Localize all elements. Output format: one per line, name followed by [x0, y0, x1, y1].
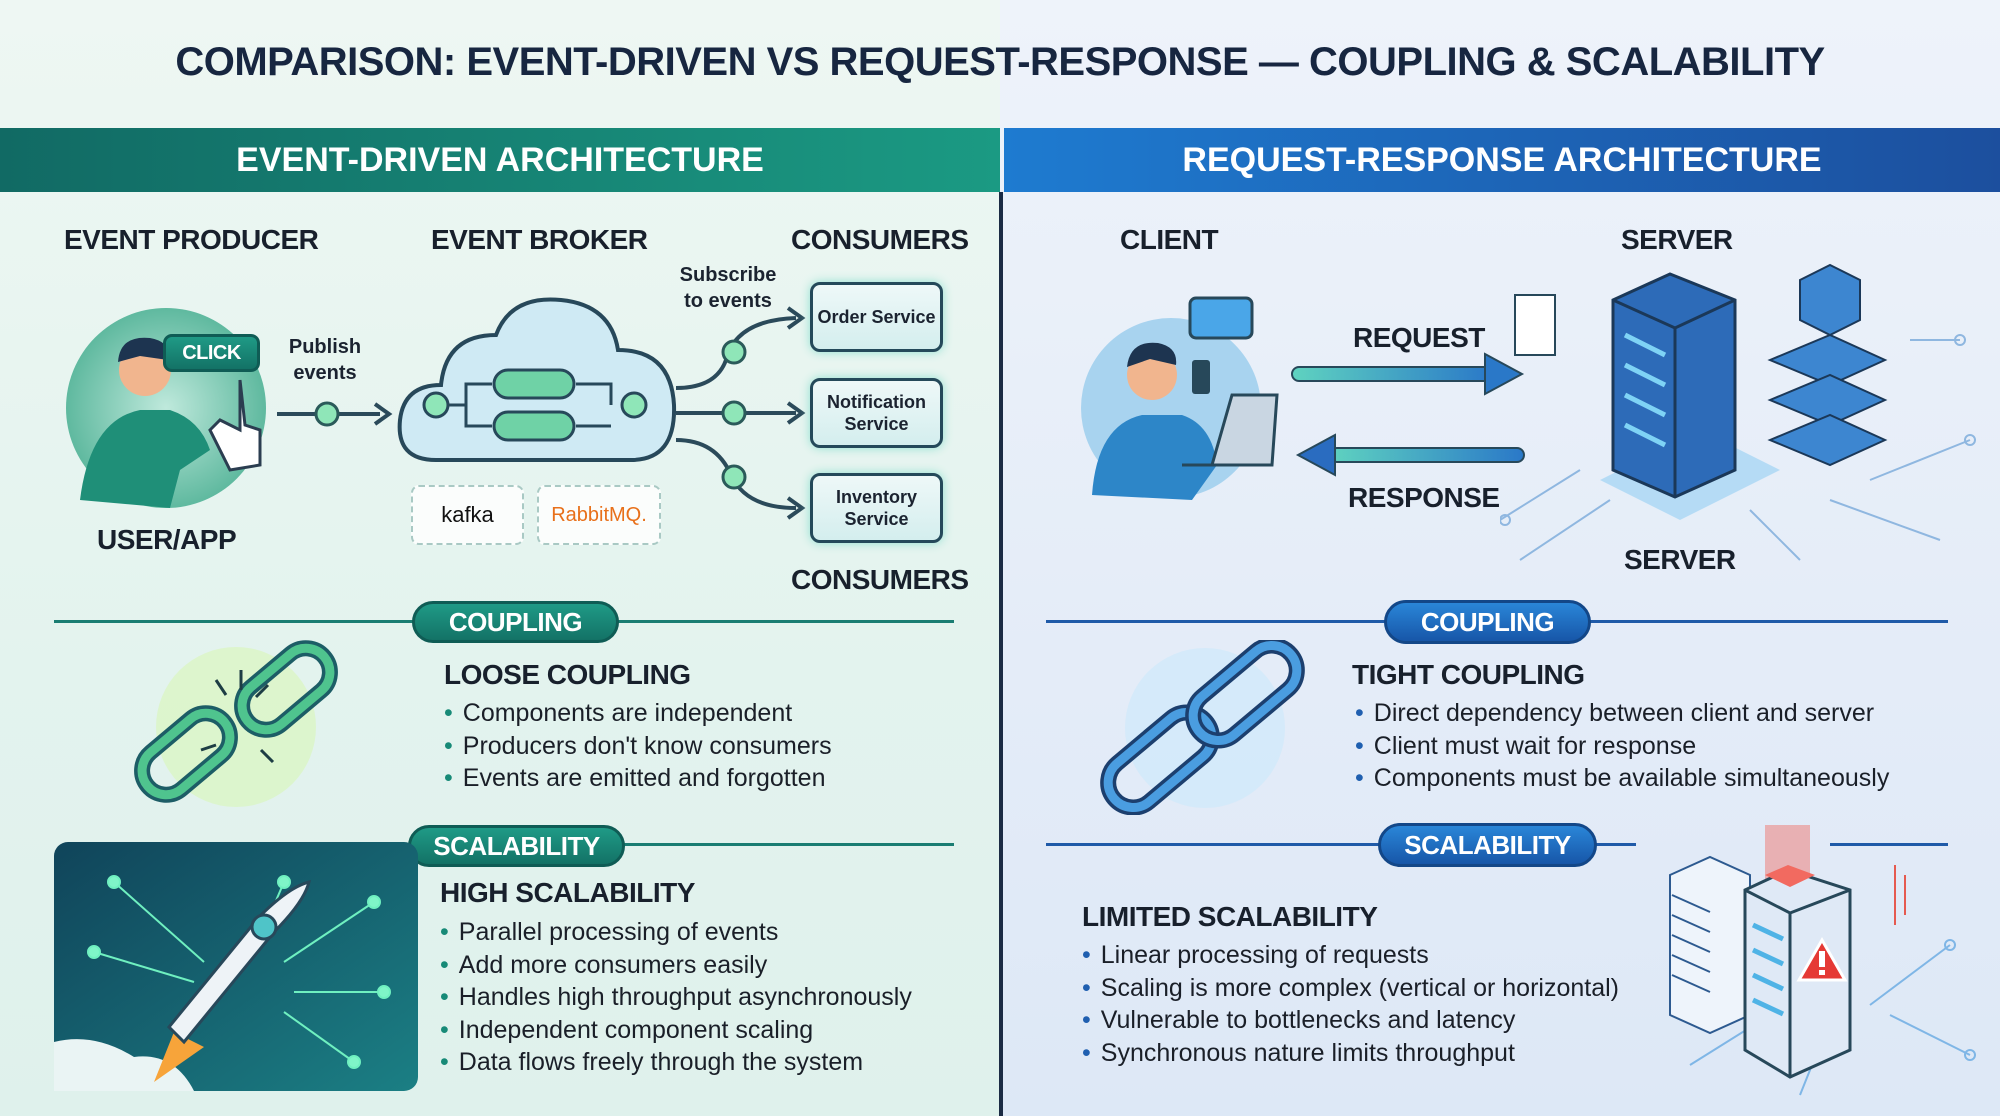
scalability-pill-right: SCALABILITY [1378, 823, 1597, 867]
list-item: Synchronous nature limits throughput [1082, 1037, 1619, 1070]
warning-exclamation-bar [1819, 951, 1825, 967]
list-item: Vulnerable to bottlenecks and latency [1082, 1004, 1619, 1037]
page-title: COMPARISON: EVENT-DRIVEN VS REQUEST-RESP… [0, 40, 2000, 85]
subscribe-events-label: Subscribe to events [679, 264, 777, 312]
list-item: Independent component scaling [440, 1014, 912, 1047]
inventory-service-box: Inventory Service [810, 473, 943, 543]
page-title-text: COMPARISON: EVENT-DRIVEN VS REQUEST-RESP… [175, 40, 1825, 84]
kafka-logo: kafka [411, 485, 524, 545]
publish-arrow [277, 401, 393, 427]
user-illustration [66, 308, 266, 508]
request-label: REQUEST [1353, 322, 1485, 353]
client-illustration [1081, 296, 1279, 500]
list-item: Scaling is more complex (vertical or hor… [1082, 972, 1619, 1005]
list-item: Add more consumers easily [440, 949, 912, 982]
event-broker-cloud-icon [397, 297, 677, 462]
loose-coupling-heading: LOOSE COUPLING [444, 659, 691, 690]
rabbitmq-label: RabbitMQ. [551, 503, 647, 526]
list-item: Producers don't know consumers [444, 730, 832, 763]
loose-coupling-list: Components are independent Producers don… [444, 697, 832, 795]
inventory-service-label: Inventory Service [835, 487, 918, 529]
subscribe-arrows [676, 306, 806, 520]
warning-exclamation-dot [1819, 970, 1825, 975]
limited-scalability-heading: LIMITED SCALABILITY [1082, 901, 1378, 932]
list-item: Direct dependency between client and ser… [1355, 697, 1889, 730]
server-label-bottom: SERVER [1624, 544, 1736, 575]
response-label: RESPONSE [1348, 482, 1500, 513]
list-item: Components must be available simultaneou… [1355, 762, 1890, 795]
server-label: SERVER [1621, 224, 1733, 255]
order-service-label: Order Service [817, 307, 936, 327]
list-item: Events are emitted and forgotten [444, 762, 832, 795]
list-item: Client must wait for response [1355, 730, 1889, 763]
scalability-divider-right [1046, 843, 1636, 846]
scalability-pill-left-text: SCALABILITY [433, 830, 600, 861]
high-scalability-list: Parallel processing of events Add more c… [440, 916, 912, 1079]
event-driven-header-text: EVENT-DRIVEN ARCHITECTURE [236, 140, 764, 179]
high-scalability-heading: HIGH SCALABILITY [440, 877, 695, 908]
user-app-label: USER/APP [97, 524, 237, 555]
request-response-arrows [1291, 352, 1525, 477]
notification-service-box: Notification Service [810, 378, 943, 448]
order-service-box: Order Service [810, 282, 943, 352]
list-item: Linear processing of requests [1082, 939, 1619, 972]
scalability-divider-right-end [1830, 843, 1948, 846]
scalability-pill-left: SCALABILITY [408, 825, 625, 867]
server-illustration [1500, 263, 1976, 561]
overloaded-server-illustration [1669, 825, 1976, 1096]
request-response-header: REQUEST-RESPONSE ARCHITECTURE [1004, 128, 2000, 192]
client-label: CLIENT [1120, 224, 1219, 255]
center-divider [999, 192, 1003, 1116]
list-item: Handles high throughput asynchronously [440, 981, 912, 1014]
coupling-pill-right-text: COUPLING [1420, 606, 1555, 637]
kafka-label: kafka [441, 502, 494, 527]
rabbitmq-logo: RabbitMQ. [537, 485, 661, 545]
broken-chain-icon [134, 640, 338, 807]
tight-coupling-heading: TIGHT COUPLING [1352, 659, 1585, 690]
scalability-pill-right-text: SCALABILITY [1404, 829, 1571, 860]
scalability-divider-left [540, 843, 954, 846]
coupling-pill-left: COUPLING [412, 601, 619, 643]
consumers-label: CONSUMERS [791, 224, 969, 255]
rocket-illustration [54, 842, 418, 1091]
tight-coupling-list: Direct dependency between client and ser… [1355, 697, 1890, 795]
event-broker-label: EVENT BROKER [431, 224, 648, 255]
click-button-label: CLICK [182, 341, 241, 364]
event-driven-header: EVENT-DRIVEN ARCHITECTURE [0, 128, 1000, 192]
consumers-label-bottom: CONSUMERS [791, 564, 969, 595]
list-item: Parallel processing of events [440, 916, 912, 949]
click-button[interactable]: CLICK [163, 334, 260, 372]
limited-scalability-list: Linear processing of requests Scaling is… [1082, 939, 1619, 1069]
list-item: Components are independent [444, 697, 832, 730]
request-response-header-text: REQUEST-RESPONSE ARCHITECTURE [1182, 140, 1822, 179]
chain-link-icon [1100, 640, 1305, 815]
coupling-pill-right: COUPLING [1384, 600, 1591, 644]
event-producer-label: EVENT PRODUCER [64, 224, 319, 255]
notification-service-label: Notification Service [827, 392, 926, 434]
coupling-pill-left-text: COUPLING [448, 606, 583, 637]
list-item: Data flows freely through the system [440, 1046, 912, 1079]
publish-events-label: Publish events [288, 336, 362, 384]
